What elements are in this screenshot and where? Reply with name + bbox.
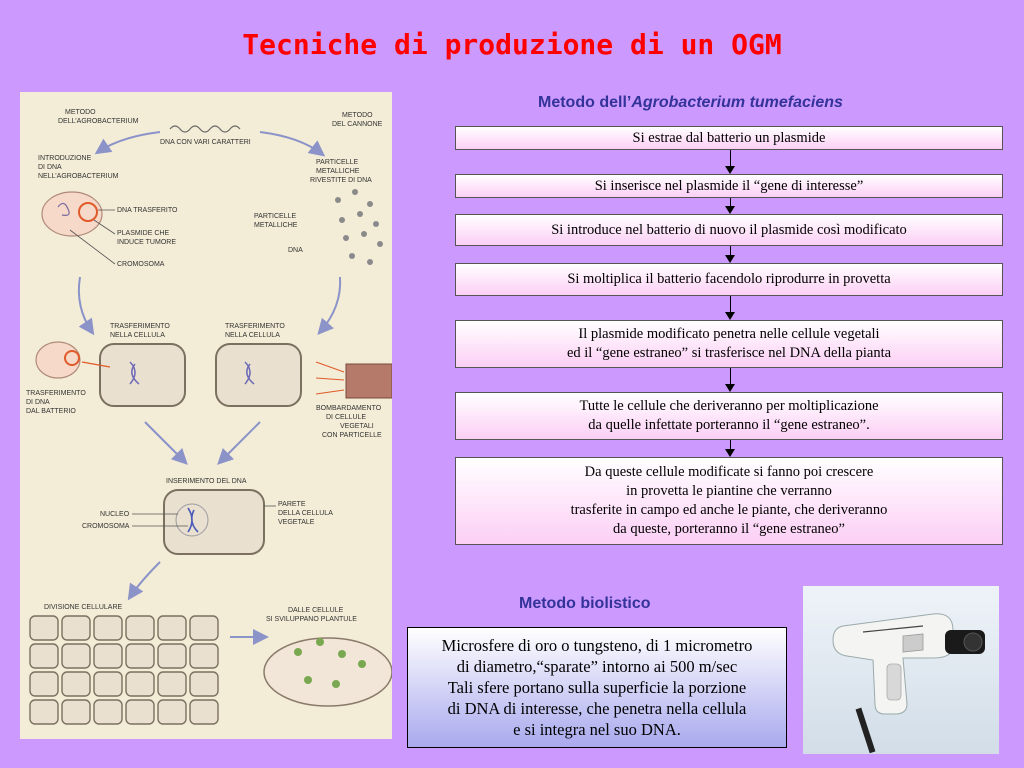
bacterium-icon — [35, 341, 81, 379]
metal-particles-icon — [335, 189, 383, 265]
diagram-label: INTRODUZIONE — [38, 155, 92, 162]
chromosome-icon — [187, 507, 199, 533]
nucleus-icon — [175, 503, 209, 537]
diagram-label: DELL’AGROBACTERIUM — [58, 118, 139, 125]
agro-step: Tutte le cellule che deriveranno per mol… — [455, 392, 1003, 440]
bio-description: Microsfere di oro o tungsteno, di 1 micr… — [407, 627, 787, 748]
diagram-label: BOMBARDAMENTO — [316, 405, 382, 412]
gene-gun-photo — [803, 586, 999, 754]
diagram-label: PARTICELLE — [316, 159, 358, 166]
agro-step: Si introduce nel batterio di nuovo il pl… — [455, 214, 1003, 246]
diagram-label: DI CELLULE — [326, 414, 366, 421]
flow-arrow-icon — [94, 131, 161, 155]
agro-step: Da queste cellule modificate si fanno po… — [455, 457, 1003, 545]
down-arrow-icon — [725, 440, 735, 457]
down-arrow-icon — [725, 296, 735, 320]
flow-arrow-icon — [259, 131, 326, 157]
diagram-label: DNA CON VARI CARATTERI — [160, 139, 251, 146]
diagram-label: TRASFERIMENTO — [26, 390, 86, 397]
plant-cell-icon — [215, 343, 302, 407]
down-arrow-icon — [725, 198, 735, 214]
agro-step-text: Si inserisce nel plasmide il “gene di in… — [594, 177, 864, 194]
diagram-label: METALLICHE — [316, 168, 360, 175]
diagram-label: DIVISIONE CELLULARE — [44, 604, 123, 611]
diagram-label: DAL BATTERIO — [26, 408, 76, 415]
diagram-label: DELLA CELLULA — [278, 510, 333, 517]
agro-step: Si inserisce nel plasmide il “gene di in… — [455, 174, 1003, 198]
bombard-arrows-icon — [315, 361, 345, 395]
agro-heading: Metodo dell’Agrobacterium tumefaciens — [538, 94, 843, 112]
bacterium-icon — [41, 191, 103, 237]
bio-description-text: Microsfere di oro o tungsteno, di 1 micr… — [441, 636, 753, 739]
agro-step: Si estrae dal batterio un plasmide — [455, 126, 1003, 150]
diagram-label: CROMOSOMA — [82, 523, 130, 530]
agro-step-text: Il plasmide modificato penetra nelle cel… — [566, 326, 892, 361]
dna-helix-icon — [169, 125, 241, 133]
plasmid-icon — [78, 202, 98, 222]
diagram-label: INSERIMENTO DEL DNA — [166, 478, 247, 485]
diagram-label: DALLE CELLULE — [288, 607, 344, 614]
flow-arrow-icon — [317, 276, 342, 336]
petri-dish-icon — [263, 637, 392, 707]
plant-cell-icon — [163, 489, 265, 555]
plantlet-icon — [294, 638, 366, 688]
down-arrow-icon — [725, 246, 735, 263]
down-arrow-icon — [725, 150, 735, 174]
down-arrow-icon — [725, 368, 735, 392]
diagram-label: CON PARTICELLE — [322, 432, 382, 439]
chromosome-icon — [244, 361, 255, 385]
diagram-label: DNA TRASFERITO — [117, 207, 178, 214]
agro-step-text: Tutte le cellule che deriveranno per mol… — [579, 398, 879, 433]
diagram-label: TRASFERIMENTO — [110, 323, 170, 330]
agro-step-text: Si estrae dal batterio un plasmide — [632, 129, 826, 146]
plant-cell-icon — [99, 343, 186, 407]
gene-gun-barrel-icon — [345, 363, 392, 399]
diagram-label: NELLA CELLULA — [225, 332, 280, 339]
gene-gun-icon — [832, 613, 985, 754]
diagram-label: PARTICELLE — [254, 213, 296, 220]
diagram-label: RIVESTITE DI DNA — [310, 177, 372, 184]
diagram-label: PLASMIDE CHE — [117, 230, 169, 237]
diagram-label: INDUCE TUMORE — [117, 239, 176, 246]
diagram-label: METALLICHE — [254, 222, 298, 229]
diagram-label: METODO — [342, 112, 373, 119]
chromosome-icon — [57, 202, 70, 216]
agro-heading-prefix: Metodo dell’ — [538, 94, 632, 111]
flow-arrow-icon — [127, 561, 161, 601]
diagram-label: VEGETALI — [340, 423, 374, 430]
cell-grid-icon — [29, 615, 219, 725]
agro-heading-italic: Agrobacterium tumefaciens — [631, 94, 843, 111]
diagram-label: SI SVILUPPANO PLANTULE — [266, 616, 357, 623]
ogm-diagram: METODO DELL’AGROBACTERIUM METODO DEL CAN… — [20, 92, 392, 739]
diagram-label: NELL’AGROBACTERIUM — [38, 173, 119, 180]
diagram-label: PARETE — [278, 501, 306, 508]
diagram-label: NELLA CELLULA — [110, 332, 165, 339]
flow-arrow-icon — [77, 276, 95, 336]
bio-heading: Metodo biolistico — [519, 595, 651, 612]
agro-step-text: Da queste cellule modificate si fanno po… — [570, 464, 888, 537]
transfer-arrow-icon — [81, 361, 111, 368]
flow-arrow-icon — [144, 421, 188, 465]
slide-title: Tecniche di produzione di un OGM — [242, 28, 782, 61]
agro-step: Si moltiplica il batterio facendolo ripr… — [455, 263, 1003, 296]
diagram-label: NUCLEO — [100, 511, 130, 518]
plasmid-icon — [64, 350, 80, 366]
diagram-label: VEGETALE — [278, 519, 315, 526]
agro-step: Il plasmide modificato penetra nelle cel… — [455, 320, 1003, 368]
chromosome-icon — [129, 361, 140, 385]
diagram-label: DEL CANNONE — [332, 121, 383, 128]
diagram-label: METODO — [65, 109, 96, 116]
ogm-diagram-svg: METODO DELL’AGROBACTERIUM METODO DEL CAN… — [26, 109, 392, 725]
diagram-label: CROMOSOMA — [117, 261, 165, 268]
flow-arrow-icon — [217, 421, 261, 465]
agro-step-text: Si moltiplica il batterio facendolo ripr… — [567, 271, 891, 287]
diagram-label: DI DNA — [26, 399, 50, 406]
diagram-label: DNA — [288, 247, 303, 254]
agro-step-text: Si introduce nel batterio di nuovo il pl… — [551, 221, 907, 238]
diagram-label: DI DNA — [38, 164, 62, 171]
diagram-label: TRASFERIMENTO — [225, 323, 285, 330]
